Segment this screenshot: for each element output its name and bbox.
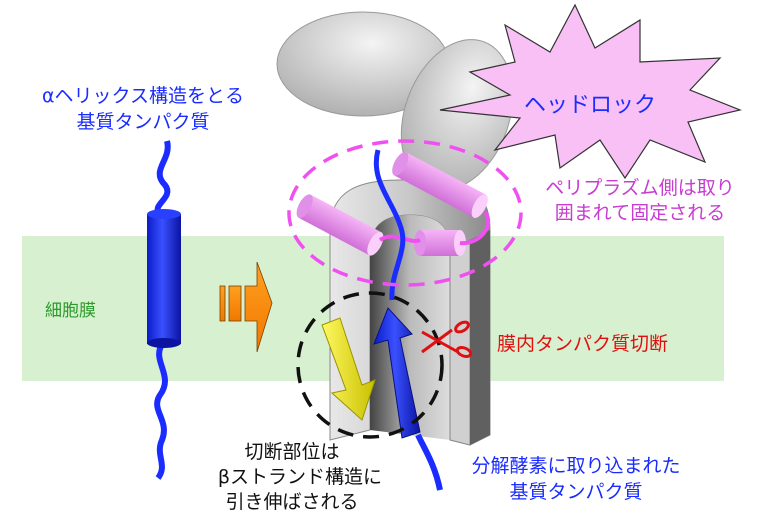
cleavage-site-label-2: βストランド構造に [218, 466, 382, 488]
periplasmic-helices [296, 152, 491, 256]
scissors-icon [421, 320, 473, 358]
periplasm-label-2: 囲まれて固定される [555, 202, 725, 224]
headlock-star: ヘッドロック [439, 3, 743, 180]
captured-substrate-label-2: 基質タンパク質 [509, 481, 642, 503]
periplasm-label-1: ペリプラズム側は取り [545, 177, 735, 199]
cleavage-site-label-3: 引き伸ばされる [225, 491, 358, 513]
membrane-label: 細胞膜 [45, 301, 96, 321]
yellow-beta-arrow [321, 317, 376, 421]
alpha-helix-substrate [147, 140, 181, 480]
captured-substrate-tail [415, 433, 443, 491]
captured-substrate-strand [373, 149, 406, 301]
cleavage-site-label-1: 切断部位は [244, 441, 339, 463]
intramembrane-cleavage-label: 膜内タンパク質切断 [497, 333, 668, 355]
captured-substrate-label-1: 分解酵素に取り込まれた [471, 455, 680, 477]
alpha-substrate-label-1: αヘリックス構造をとる [42, 85, 244, 107]
periplasm-dashed-circle [287, 139, 523, 287]
blue-beta-arrow [373, 307, 421, 439]
cleavage-dashed-circle [296, 291, 444, 439]
orange-transition-arrow [219, 261, 273, 353]
headlock-label: ヘッドロック [524, 93, 656, 118]
alpha-substrate-label-2: 基質タンパク質 [76, 111, 209, 133]
